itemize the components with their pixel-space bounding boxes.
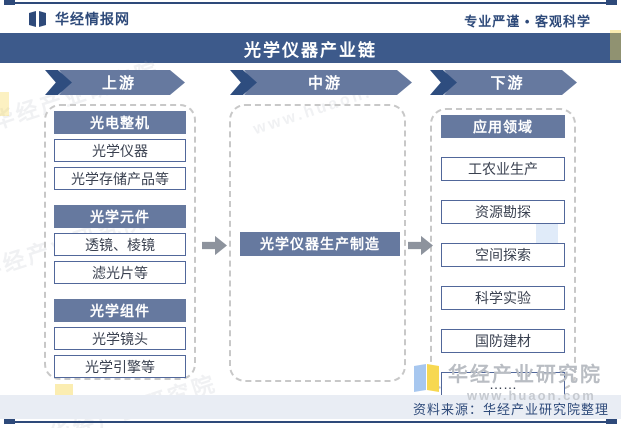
upstream-item: 光学引擎等 (54, 355, 186, 378)
downstream-item: 国防建材 (441, 329, 565, 353)
upstream-stack: 光电整机 光学仪器 光学存储产品等 光学元件 透镜、棱镜 滤光片等 光学组件 光… (54, 111, 186, 378)
downstream-item: 工农业生产 (441, 157, 565, 181)
footer-band (0, 395, 621, 419)
downstream-item: 科学实验 (441, 286, 565, 310)
bottom-rule (4, 421, 617, 423)
bottom-rule-right-cap (606, 419, 617, 424)
group-header-optical-modules: 光学组件 (54, 299, 186, 322)
upstream-item: 透镜、棱镜 (54, 233, 186, 256)
page-title: 光学仪器产业链 (244, 40, 377, 60)
downstream-stack: 应用领域 工农业生产 资源勘探 空间探索 科学实验 国防建材 …… (441, 115, 565, 396)
top-rule-left-cap (4, 0, 15, 5)
tagline: 专业严谨 • 客观科学 (464, 14, 591, 29)
bottom-rule-left-cap (4, 419, 15, 424)
downstream-item-ellipsis: …… (441, 372, 565, 396)
upstream-container (44, 104, 196, 380)
upstream-item: 光学存储产品等 (54, 167, 186, 190)
upstream-item: 滤光片等 (54, 261, 186, 284)
watermark-lockup: 华经产业研究院 www.huaon.com (412, 362, 602, 403)
flow-arrow-icon (202, 235, 227, 256)
banner-midstream-label: 中游 (307, 75, 342, 92)
brand-lockup: 华经情报网 (28, 9, 130, 29)
group-header-applications: 应用领域 (441, 115, 565, 138)
midstream-process-box: 光学仪器生产制造 (240, 232, 400, 256)
source-note: 资料来源：华经产业研究院整理 (412, 402, 609, 417)
banner-upstream-label: 上游 (101, 75, 136, 92)
watermark-url: www.huaon.com (467, 388, 596, 403)
banner-midstream: 中游 (230, 70, 412, 95)
book-logo-icon (29, 11, 46, 27)
downstream-item: 资源勘探 (441, 200, 565, 224)
group-header-optoelectronic: 光电整机 (54, 111, 186, 134)
title-band: 光学仪器产业链 (0, 33, 621, 63)
watermark-book-icon (412, 362, 442, 394)
upstream-item: 光学仪器 (54, 139, 186, 162)
downstream-item: 空间探索 (441, 243, 565, 267)
banner-downstream-label: 下游 (490, 75, 525, 92)
banner-downstream: 下游 (430, 70, 577, 95)
upstream-item: 光学镜头 (54, 327, 186, 350)
top-rule-right-cap (606, 0, 617, 5)
watermark-name: 华经产业研究院 (448, 364, 602, 386)
group-header-optical-components: 光学元件 (54, 205, 186, 228)
watermark-chip (0, 92, 9, 116)
banner-midstream-band: 中游 (230, 70, 412, 95)
banner-upstream: 上游 (45, 70, 185, 95)
top-rule (4, 2, 617, 4)
brand-name: 华经情报网 (55, 11, 130, 27)
midstream-container (229, 104, 406, 382)
